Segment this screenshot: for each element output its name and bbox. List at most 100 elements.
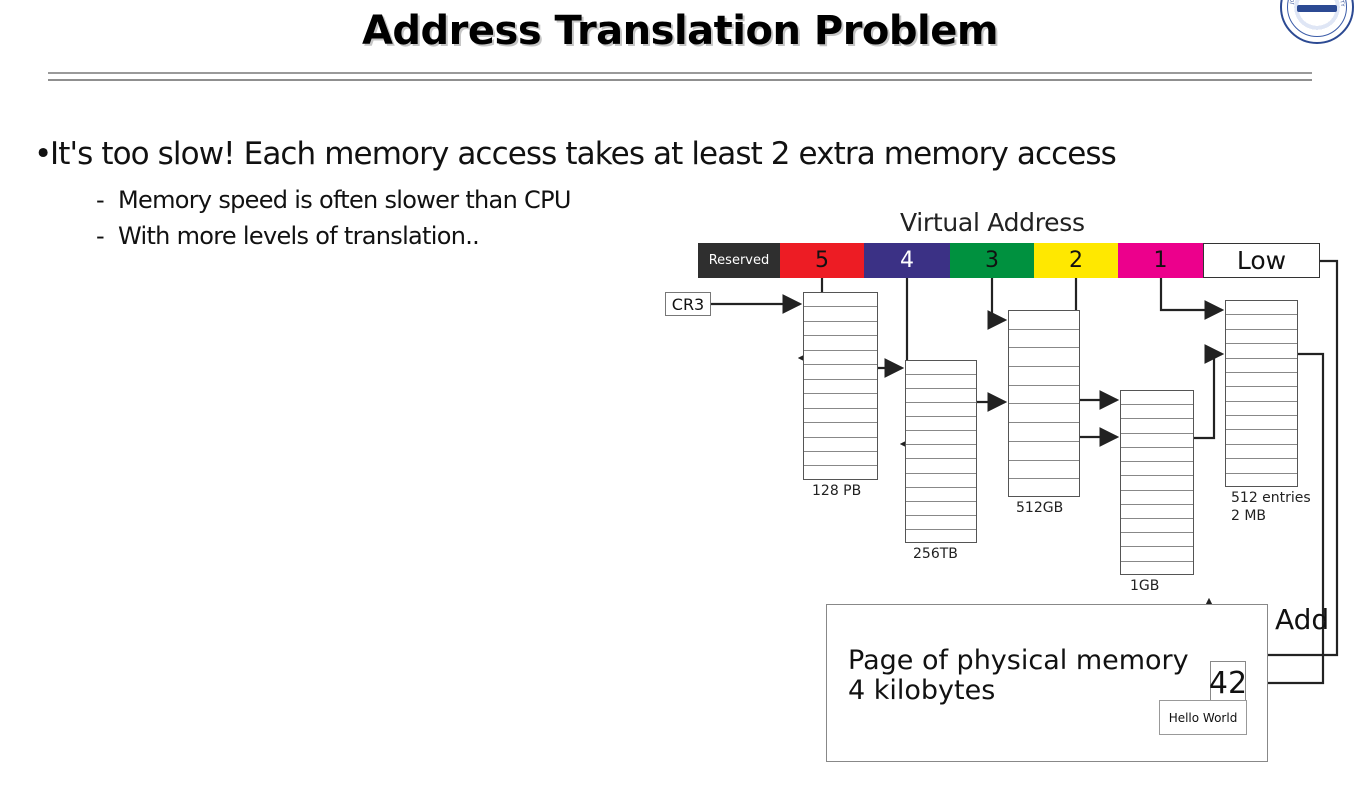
seal-bar (1297, 4, 1337, 12)
virtual-address-bar: Reserved 5 4 3 2 1 Low (698, 243, 1320, 278)
level-4-table (905, 360, 977, 543)
title-divider-bottom (48, 79, 1312, 81)
level-2-table-label: 1GB (1130, 578, 1160, 594)
dash-marker-2: - (96, 222, 105, 250)
page-table-entry (1009, 330, 1079, 349)
page-table-entry (1009, 386, 1079, 405)
page-table-entry (1121, 419, 1193, 434)
page-table-entry (1121, 547, 1193, 562)
offset-value-box: 42 (1209, 661, 1247, 706)
sub-bullet-1: -Memory speed is often slower than CPU (96, 186, 571, 214)
page-table-entry (906, 516, 976, 530)
page-table-entry (1121, 405, 1193, 420)
page-table-entry (1226, 359, 1297, 373)
level-1-table-label: 512 entries 2 MB (1231, 490, 1311, 524)
page-table-entry (804, 423, 877, 438)
page-table-entry (1121, 505, 1193, 519)
dash-marker-1: - (96, 186, 105, 214)
page-table-entry (804, 438, 877, 452)
sub-bullet-2: -With more levels of translation.. (96, 222, 480, 250)
page-table-entry (906, 474, 976, 488)
va-segment-reserved: Reserved (698, 243, 780, 278)
page-table-entry (1121, 476, 1193, 491)
page-table-entry (906, 403, 976, 418)
physical-memory-line2: 4 kilobytes (848, 675, 996, 707)
page-table-entry (1226, 301, 1297, 316)
memory-content-box: Hello World (1159, 700, 1247, 735)
va-segment-5: 5 (780, 243, 864, 278)
virtual-address-label: Virtual Address (900, 208, 1085, 237)
page-table-entry (804, 336, 877, 351)
page-table-entry (906, 502, 976, 516)
page-table-entry (1121, 562, 1193, 576)
page-table-entry (1009, 367, 1079, 386)
page-table-entry (1121, 491, 1193, 505)
physical-memory-text: Page of physical memory 4 kilobytes (848, 645, 1189, 707)
page-table-entry (1226, 402, 1297, 416)
page-title: Address Translation Problem (361, 8, 999, 54)
title-divider-top (48, 72, 1312, 74)
va-segment-2: 2 (1034, 243, 1118, 278)
page-table-entry (1009, 348, 1079, 368)
page-table-entry (804, 365, 877, 380)
page-table-entry (804, 380, 877, 395)
level-2-table (1120, 390, 1194, 575)
page-table-entry (1121, 448, 1193, 463)
page-table-entry (1226, 373, 1297, 388)
cr3-register-box: CR3 (665, 292, 711, 316)
page-table-entry (804, 466, 877, 480)
level-4-table-label: 256TB (913, 546, 958, 562)
page-table-entry (1121, 462, 1193, 477)
page-table-entry (1226, 330, 1297, 345)
va-segment-1: 1 (1118, 243, 1203, 278)
va-segment-4: 4 (864, 243, 950, 278)
page-table-entry (1009, 479, 1079, 498)
page-table-entry (906, 417, 976, 432)
va-segment-low: Low (1203, 243, 1320, 278)
page-table-entry (1121, 434, 1193, 448)
level-3-table-label: 512GB (1016, 500, 1064, 516)
page-table-entry (1226, 445, 1297, 460)
level-3-table (1008, 310, 1080, 497)
page-table-entry (1121, 519, 1193, 534)
bullet-marker: • (34, 136, 52, 172)
page-table-entry (804, 394, 877, 409)
page-table-entry (804, 409, 877, 424)
physical-memory-box (826, 604, 1268, 762)
physical-memory-line1: Page of physical memory (848, 645, 1189, 676)
page-table-entry (1226, 474, 1297, 488)
page-table-entry (804, 322, 877, 337)
sub-bullet-2-text: With more levels of translation.. (118, 222, 480, 250)
page-table-entry (1121, 533, 1193, 548)
page-table-entry (1009, 461, 1079, 480)
page-table-entry (1009, 442, 1079, 461)
level-1-table (1225, 300, 1298, 487)
page-table-entry (1226, 416, 1297, 431)
page-table-entry (804, 307, 877, 322)
main-bullet-text: It's too slow! Each memory access takes … (50, 136, 1117, 172)
page-table-entry (906, 488, 976, 502)
page-table-entry (1009, 423, 1079, 442)
va-segment-3: 3 (950, 243, 1034, 278)
page-table-entry (1226, 315, 1297, 330)
page-table-entry (804, 351, 877, 366)
page-table-entry (1121, 391, 1193, 406)
page-table-entry (1009, 404, 1079, 424)
page-table-entry (906, 459, 976, 474)
page-table-entry (1226, 344, 1297, 359)
page-table-entry (906, 445, 976, 460)
page-table-entry (906, 389, 976, 404)
page-table-entry (906, 431, 976, 446)
page-table-entry (1226, 459, 1297, 474)
page-table-entry (1009, 311, 1079, 330)
page-table-entry (1226, 387, 1297, 402)
level-5-table-label: 128 PB (812, 483, 862, 499)
page-table-entry (906, 530, 976, 544)
page-table-entry (906, 361, 976, 376)
page-table-entry (804, 452, 877, 467)
page-table-entry (906, 375, 976, 390)
sub-bullet-1-text: Memory speed is often slower than CPU (118, 186, 571, 214)
add-label: Add (1275, 603, 1330, 636)
